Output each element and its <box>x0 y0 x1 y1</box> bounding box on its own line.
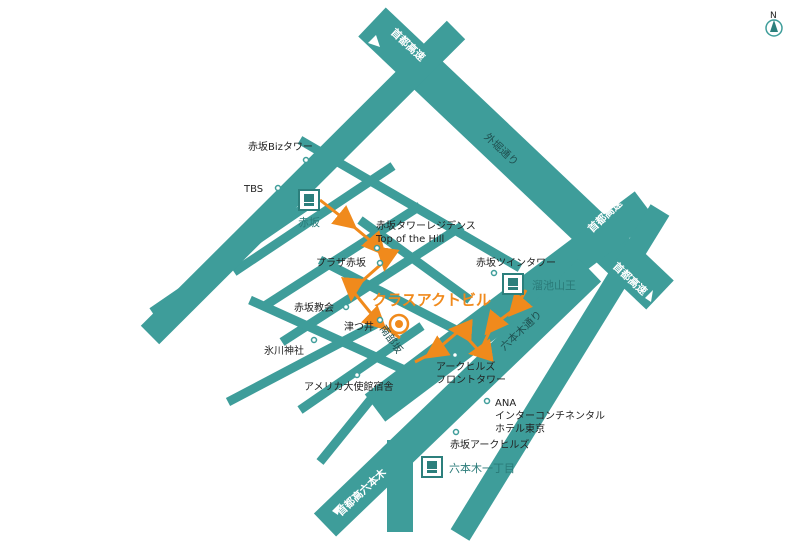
landmark-labels: 赤坂Bizタワー TBS 赤坂タワーレジデンス Top of the Hill … <box>243 141 605 451</box>
label-akasaka-twin-tower: 赤坂ツインタワー <box>476 257 556 269</box>
dot-tbs <box>274 184 282 192</box>
dot-akasaka-tower-residence <box>373 244 381 252</box>
station-label-akasaka: 赤坂 <box>298 216 320 229</box>
dot-ark-hills-front <box>451 351 459 359</box>
sotobori-diagonal-upper <box>140 20 466 345</box>
label-hikawa-shrine: 氷川神社 <box>264 344 304 357</box>
label-ana-1: ANA <box>495 398 516 409</box>
major-roads <box>140 7 674 541</box>
dot-tsutsui <box>376 316 384 324</box>
roppongi-dori <box>450 204 670 541</box>
label-akasaka-tower-residence-1: 赤坂タワーレジデンス <box>376 219 476 232</box>
label-akasaka-biz-tower: 赤坂Bizタワー <box>248 141 313 153</box>
station-tameike-sanno[interactable]: 溜池山王 <box>502 273 576 295</box>
station-label-roppongi-itchome: 六本木一丁目 <box>449 461 515 475</box>
label-us-embassy-housing: アメリカ大使館宿舎 <box>304 380 394 393</box>
station-akasaka[interactable]: 赤坂 <box>298 189 320 229</box>
route-from-tameike <box>414 289 533 364</box>
label-ark-hills-front-2: フロントタワー <box>436 374 506 386</box>
dot-akasaka-ark-hills <box>452 428 460 436</box>
north-arrow-icon <box>770 20 778 32</box>
target-marker-icon <box>388 313 410 335</box>
label-plaza-akasaka: プラザ赤坂 <box>316 257 366 269</box>
station-roppongi-itchome[interactable]: 六本木一丁目 <box>421 456 515 478</box>
arrow-down-right <box>645 290 653 302</box>
train-icon <box>502 273 524 295</box>
compass: N <box>765 11 783 37</box>
station-label-tameike-sanno: 溜池山王 <box>532 278 576 292</box>
train-icon <box>298 189 320 211</box>
dot-us-embassy-housing <box>353 371 361 379</box>
train-icon <box>421 456 443 478</box>
label-ana-2: インターコンチネンタル <box>495 410 605 422</box>
compass-north-label: N <box>770 11 777 21</box>
label-tsutsui: 津つ井 <box>344 320 374 333</box>
street-nanbuzaka <box>248 295 420 381</box>
street-far-left <box>225 318 383 406</box>
dot-hikawa-shrine <box>310 336 318 344</box>
dot-akasaka-twin-tower <box>490 269 498 277</box>
dot-akasaka-church <box>342 303 350 311</box>
label-akasaka-church: 赤坂教会 <box>294 301 334 314</box>
road-end-arrows <box>332 35 653 515</box>
arrow-down-left <box>332 503 340 515</box>
target-building[interactable]: クラスアクトビル <box>372 291 491 335</box>
label-ark-hills-front-1: アークヒルズ <box>436 360 495 373</box>
street-lower-left <box>297 322 425 414</box>
landmark-dots <box>274 156 498 436</box>
label-tbs: TBS <box>243 184 263 195</box>
label-akasaka-tower-residence-2: Top of the Hill <box>375 234 444 245</box>
expressway-bottom <box>313 258 602 537</box>
dot-akasaka-biz-tower <box>302 156 310 164</box>
dot-ana <box>483 397 491 405</box>
street-mid-upper <box>231 162 396 276</box>
label-ana-3: ホテル東京 <box>495 422 545 435</box>
label-akasaka-ark-hills: 赤坂アークヒルズ <box>450 438 529 451</box>
dot-plaza-akasaka <box>376 259 384 267</box>
target-label: クラスアクトビル <box>372 291 491 309</box>
arrow-up-left <box>368 35 380 47</box>
